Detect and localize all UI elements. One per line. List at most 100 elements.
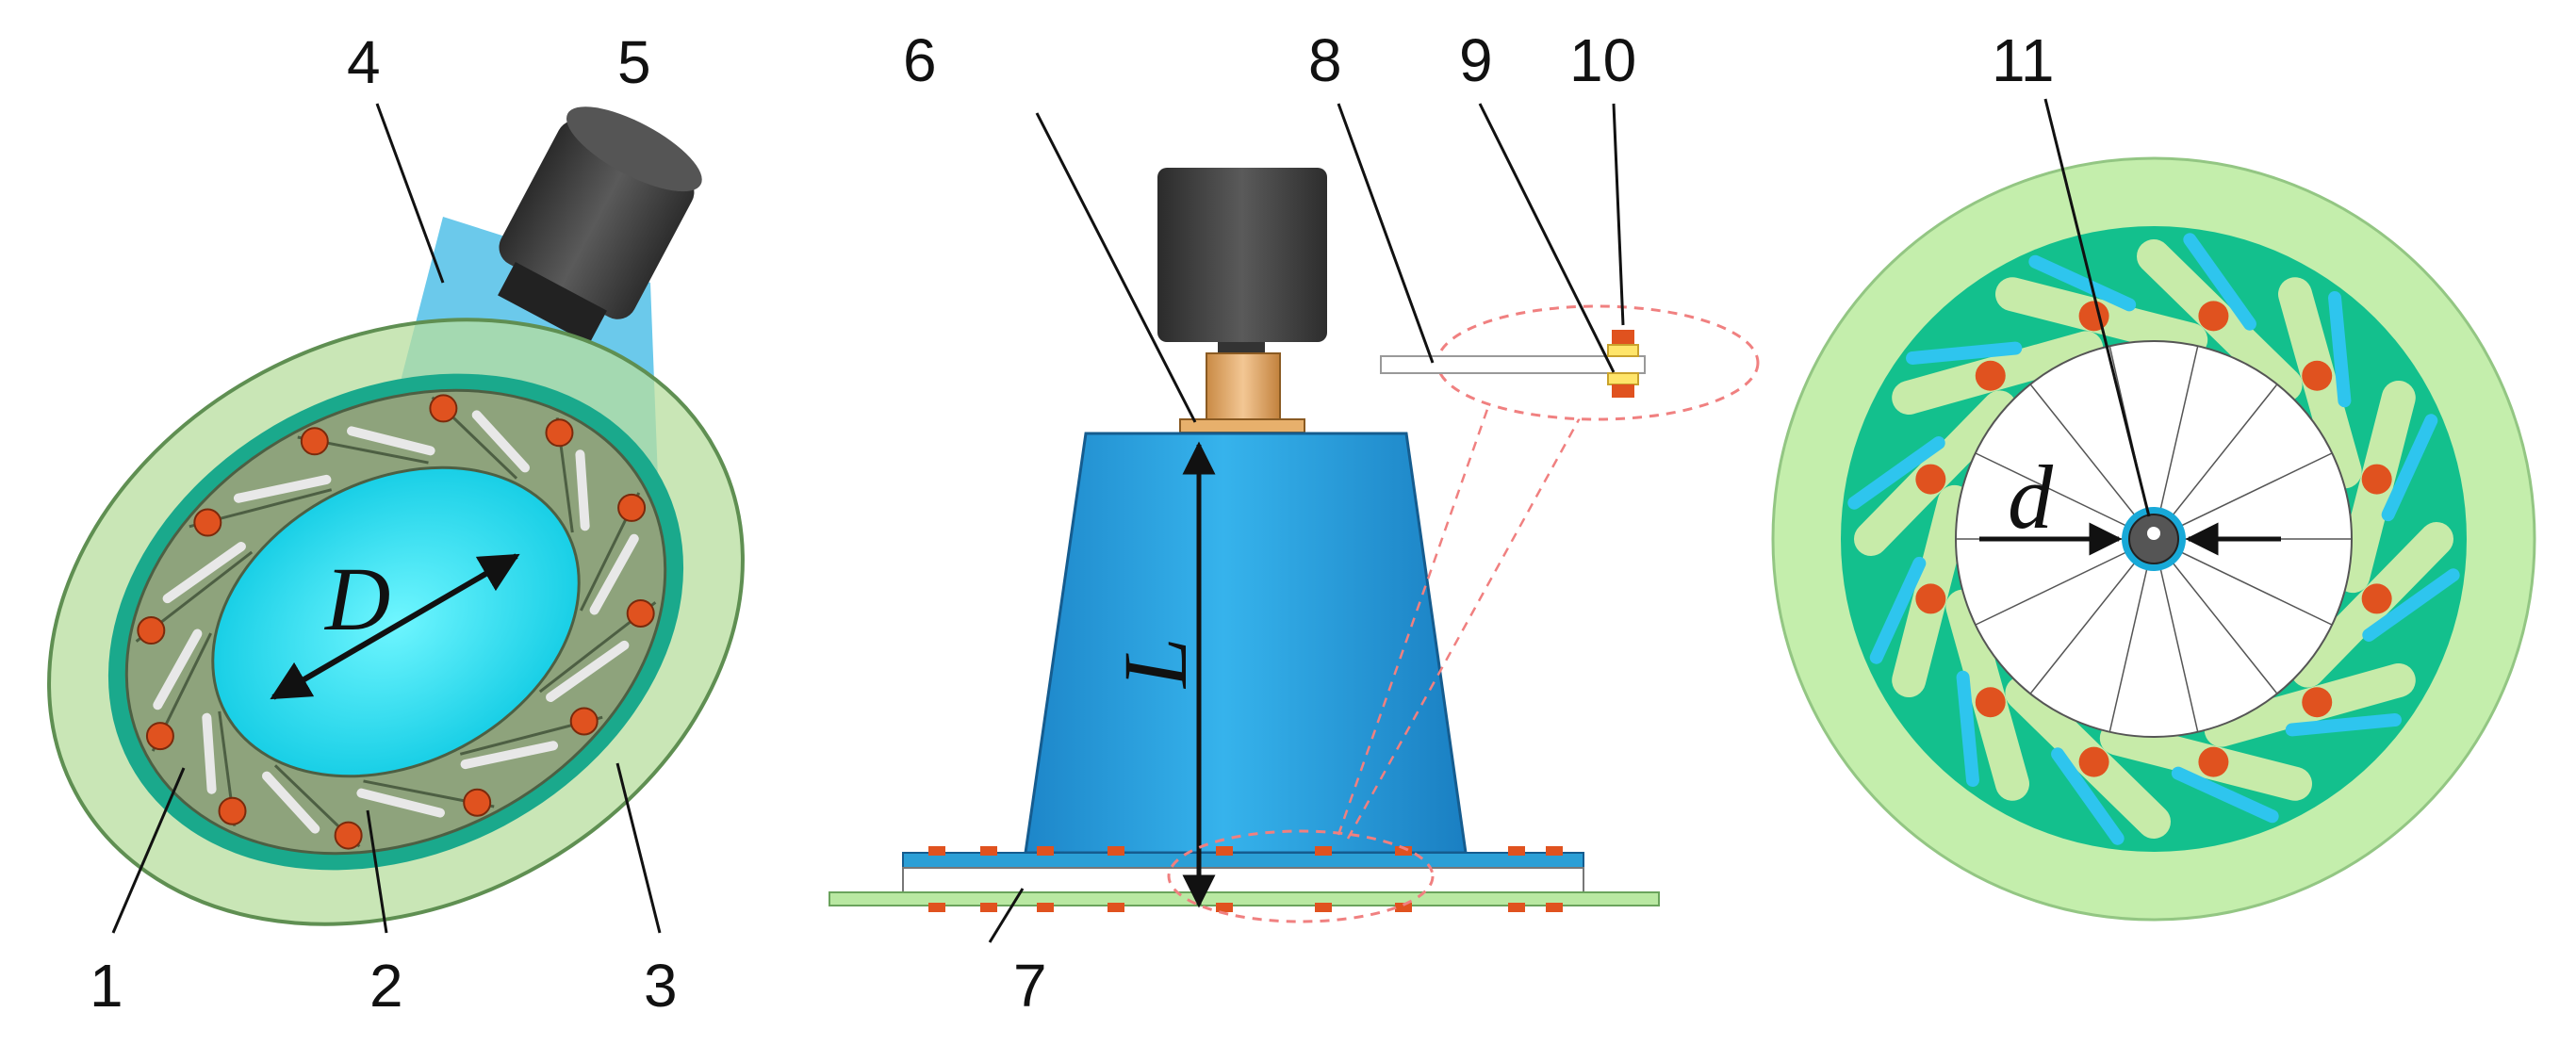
callout-8: 8: [1308, 26, 1342, 94]
blade-slot: [575, 449, 590, 531]
base-plate: [902, 852, 1584, 869]
slot-bottom: [2051, 747, 2125, 845]
blade-slot: [460, 741, 559, 770]
bolt-bottom: [1546, 903, 1563, 912]
slot-bottom: [2028, 254, 2137, 312]
leader-6: [1035, 112, 1197, 423]
bolt-bottom-view: [1915, 583, 1946, 614]
spoke: [1975, 538, 2155, 626]
callout-7: 7: [1013, 952, 1047, 1020]
spoke: [2153, 452, 2333, 540]
bolt-top: [1108, 846, 1124, 856]
bolt-bottom-view: [2078, 746, 2109, 777]
bolt-top: [980, 846, 997, 856]
slot-bottom: [1906, 341, 2023, 365]
leader-3: [615, 762, 662, 934]
blade-slot: [347, 426, 435, 456]
spoke: [2029, 538, 2155, 694]
bolt-bottom-view: [2302, 687, 2333, 718]
leader-9: [1478, 103, 1616, 373]
outlet-diameter-label: D: [323, 548, 390, 649]
slot-bottom: [2362, 568, 2460, 642]
bolt-bottom-view: [1975, 687, 2006, 718]
callout-11: 11: [1992, 26, 2054, 94]
bolt-bottom-view: [1915, 464, 1946, 495]
blade-slot: [262, 771, 320, 834]
callout-5: 5: [617, 28, 651, 96]
spoke: [2153, 538, 2333, 626]
spoke: [2153, 538, 2278, 694]
bolt-bottom-view: [2302, 360, 2333, 391]
slot-bottom: [2183, 233, 2256, 331]
bolt-bottom: [980, 903, 997, 912]
slot-bottom: [2285, 713, 2402, 737]
bolt-bottom: [1037, 903, 1054, 912]
callout-9: 9: [1459, 26, 1493, 94]
blade-slot: [589, 533, 639, 615]
zoom-blade: [1380, 355, 1646, 374]
slot-bottom: [2171, 766, 2279, 824]
blade-slot: [233, 474, 332, 503]
bolt-bottom: [1216, 903, 1233, 912]
leader-7: [988, 888, 1025, 943]
bolt-top: [1037, 846, 1054, 856]
spoke: [2108, 538, 2155, 732]
bolt: [545, 418, 574, 448]
bolt: [463, 788, 492, 817]
bolt: [300, 427, 329, 456]
bolts: [137, 394, 655, 850]
bolt-bottom-view: [2361, 583, 2392, 614]
bolt: [626, 598, 655, 628]
callout-1: 1: [90, 952, 123, 1020]
callout-2: 2: [369, 952, 403, 1020]
bolt-top: [1546, 846, 1563, 856]
bolt-top: [1395, 846, 1412, 856]
isometric-view: D 1 2 3 4 5: [47, 28, 745, 1020]
slot-bottom: [1956, 670, 1979, 787]
bolt: [617, 493, 647, 522]
bolt-bottom: [928, 903, 945, 912]
coupler: [1206, 352, 1281, 420]
bolt: [569, 707, 599, 736]
leader-8: [1337, 103, 1435, 364]
cone-length-label: L: [1105, 638, 1206, 690]
blade-slot: [202, 712, 217, 794]
callout-3: 3: [644, 952, 678, 1020]
bolt-top: [1508, 846, 1525, 856]
slot-bottom: [2328, 291, 2352, 408]
spoke: [2153, 384, 2278, 540]
bolt-bottom: [1395, 903, 1412, 912]
bolt-top: [1216, 846, 1233, 856]
bolt: [137, 616, 166, 645]
blade-slot: [546, 640, 630, 702]
callout-10: 10: [1569, 26, 1636, 94]
outlet-diameter-arrow: [270, 553, 520, 700]
bolt: [193, 508, 222, 537]
blade-slot: [356, 788, 445, 818]
bolts-bottom: [1915, 301, 2392, 777]
detail-region: [1167, 829, 1435, 923]
bolt-bottom-view: [2198, 746, 2229, 777]
bolt-bottom: [1508, 903, 1525, 912]
blade-slot: [471, 410, 530, 473]
callout-6: 6: [903, 26, 937, 94]
outer-ring-side: [829, 891, 1660, 906]
leader-1: [111, 767, 186, 934]
bolt-bottom: [1108, 903, 1124, 912]
base-bolts: [928, 846, 1563, 912]
blade-slot: [162, 542, 246, 604]
bolt-bottom-view: [2198, 301, 2229, 332]
cone-side: [1024, 432, 1468, 855]
spoke: [2029, 384, 2155, 540]
bolt: [334, 821, 363, 850]
slot-bottom: [2381, 414, 2438, 522]
bolt-bottom-view: [1975, 360, 2006, 391]
bolt-bottom: [1315, 903, 1332, 912]
spoke: [2153, 346, 2199, 540]
leader-4: [375, 103, 445, 284]
blades: [135, 396, 657, 848]
leader-11: [2043, 98, 2151, 517]
bolt: [429, 394, 458, 423]
leader-2: [366, 809, 388, 934]
